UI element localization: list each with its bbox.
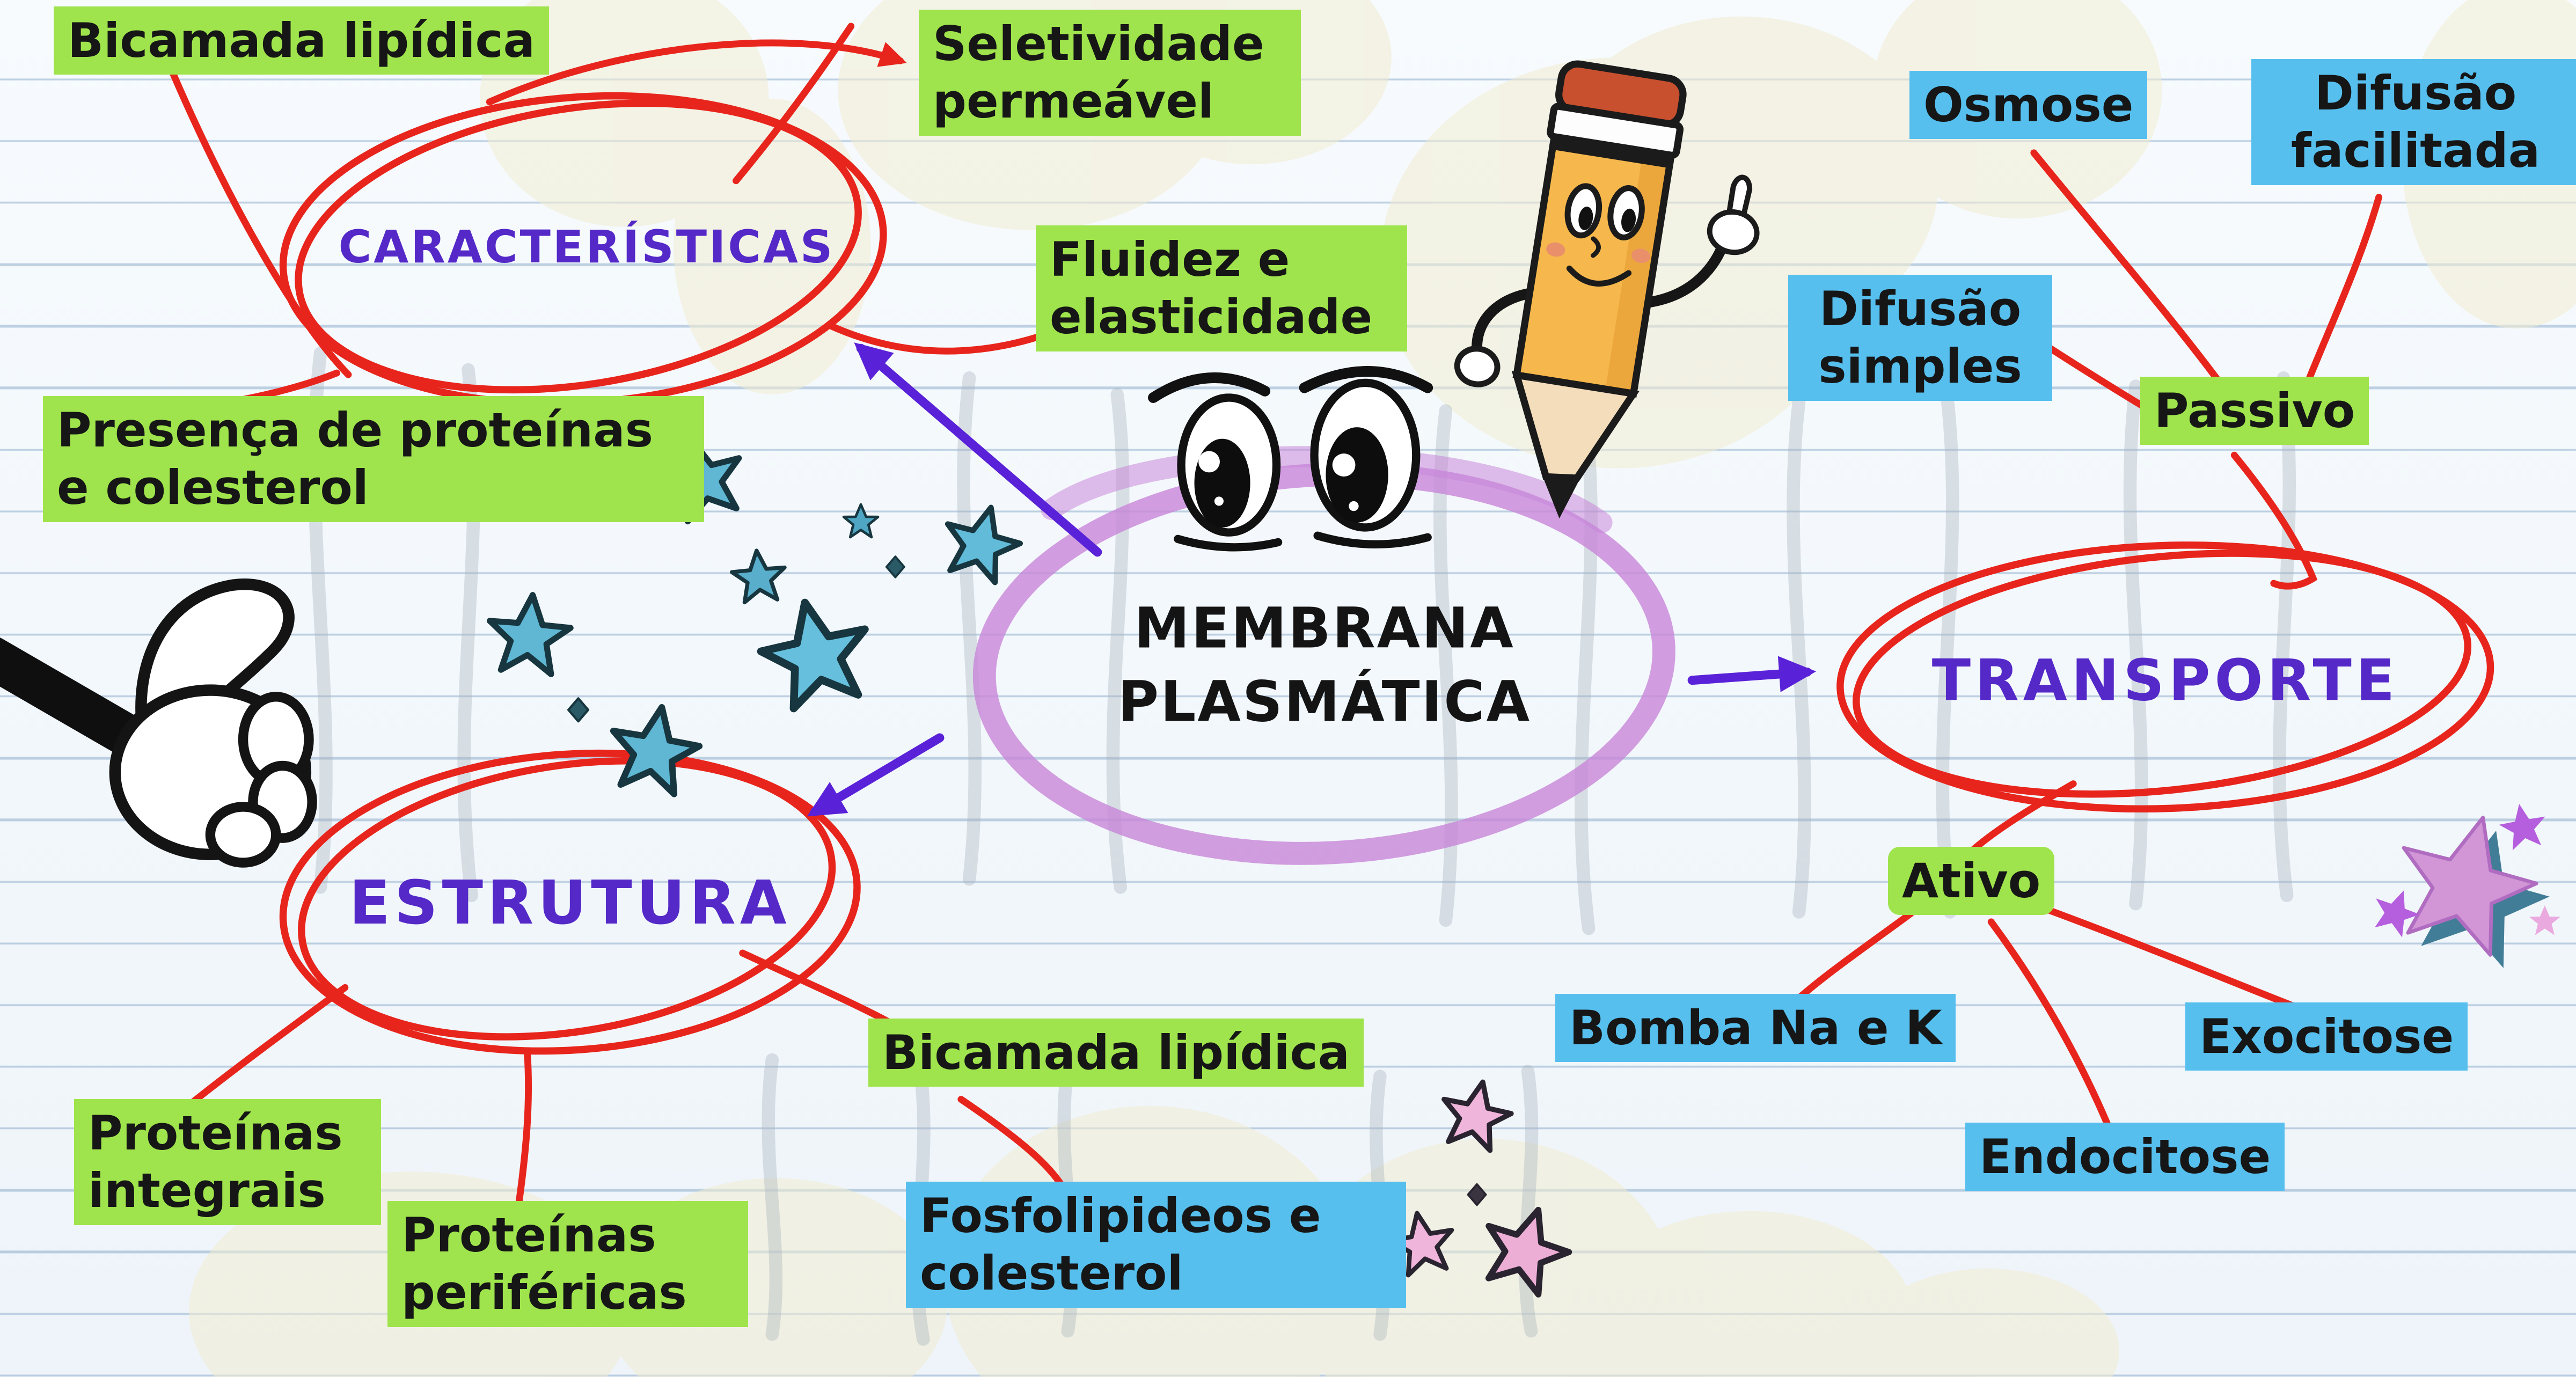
large-pink-star-icon xyxy=(2366,800,2563,975)
branch-caracteristicas: CARACTERÍSTICAS xyxy=(338,221,835,273)
pencil-mascot-icon xyxy=(1454,60,1760,519)
note-osmose: Osmose xyxy=(1909,71,2148,140)
note-fosfolipideos-colesterol: Fosfolipideos e colesterol xyxy=(906,1182,1406,1308)
note-bomba-na-k: Bomba Na e K xyxy=(1555,994,1956,1063)
note-exocitose: Exocitose xyxy=(2185,1002,2468,1071)
link-caracteristicas-bicamada xyxy=(169,69,352,378)
link-difusao-facilitada-passivo xyxy=(2301,194,2383,393)
red-rings xyxy=(279,92,2494,1055)
link-osmose-passivo xyxy=(2030,149,2225,388)
branch-transporte: TRANSPORTE xyxy=(1931,647,2399,714)
thumbs-up-icon xyxy=(0,578,317,868)
note-passivo: Passivo xyxy=(2140,377,2369,445)
arrow-center-to-caracteristicas xyxy=(854,342,1102,557)
link-estrutura-perifericas xyxy=(515,1050,532,1205)
note-bicamada-lipidica-top: Bicamada lipídica xyxy=(54,6,550,75)
link-ativo-exocitose xyxy=(2018,897,2301,1011)
link-ativo-endocitose xyxy=(1987,918,2120,1149)
note-bicamada-lipidica-bottom: Bicamada lipídica xyxy=(868,1019,1364,1087)
branch-estrutura: ESTRUTURA xyxy=(349,868,791,938)
note-seletividade-permeavel: Seletividade permeável xyxy=(919,10,1301,136)
central-topic-line1: MEMBRANA xyxy=(1134,595,1515,661)
link-ativo-bomba xyxy=(1789,910,1914,1008)
link-caracteristicas-fluidez xyxy=(826,321,1052,355)
note-difusao-facilitada: Difusão facilitada xyxy=(2251,59,2576,185)
note-presenca-proteinas-colesterol: Presença de proteínas e colesterol xyxy=(43,396,704,522)
link-estrutura-integrais xyxy=(188,984,349,1107)
note-proteinas-integrais: Proteínas integrais xyxy=(74,1099,381,1225)
note-proteinas-perifericas: Proteínas periféricas xyxy=(387,1201,748,1327)
note-endocitose: Endocitose xyxy=(1965,1123,2285,1191)
arrow-center-to-estrutura xyxy=(807,733,945,817)
link-caracteristicas-seletividade xyxy=(486,39,907,106)
link-bicamada-fosfolipideos xyxy=(957,1096,1065,1189)
note-difusao-simples: Difusão simples xyxy=(1788,275,2052,401)
scribble-cross-top xyxy=(733,23,855,185)
cartoon-eyes-icon xyxy=(1148,366,1433,552)
note-ativo: Ativo xyxy=(1888,847,2055,915)
arrow-center-to-transporte xyxy=(1687,656,1817,692)
estrutura-ring xyxy=(279,749,861,1055)
link-passivo-transporte xyxy=(2230,451,2318,590)
central-topic-line2: PLASMÁTICA xyxy=(1117,669,1532,735)
note-fluidez-elasticidade: Fluidez e elasticidade xyxy=(1036,225,1407,351)
central-topic: MEMBRANA PLASMÁTICA xyxy=(1118,592,1531,739)
transporte-ring xyxy=(1836,541,2494,813)
purple-arrows xyxy=(807,342,1817,817)
